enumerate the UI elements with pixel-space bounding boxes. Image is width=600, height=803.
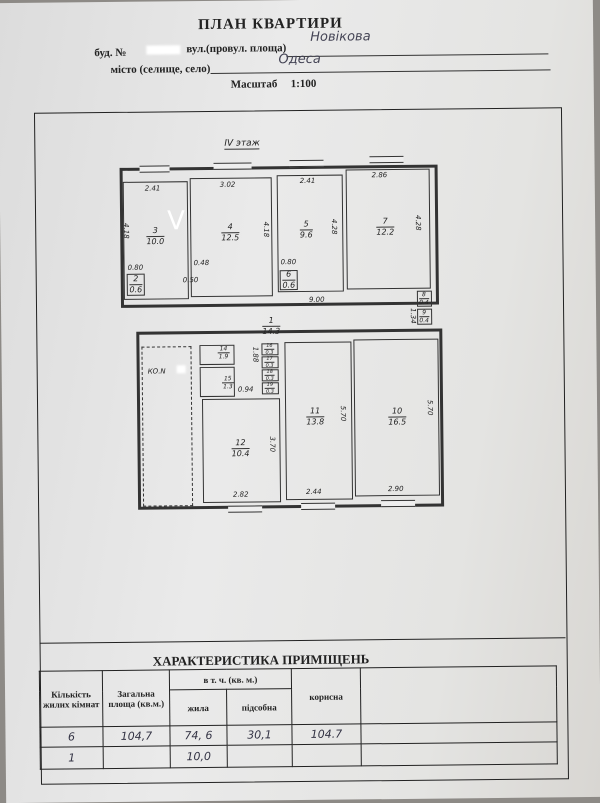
characteristics-table: Кількість жилих кімнат Загальна площа (к… [39, 665, 558, 770]
stairwell-label: КО.N [147, 367, 166, 376]
header-living: жила [169, 689, 227, 726]
check-mark: V [166, 206, 186, 237]
header-auxiliary: підсобна [226, 688, 292, 726]
header-incl: в т. ч. (кв. м.) [169, 668, 292, 690]
floor-label: IV этаж [224, 138, 260, 150]
header-useful: корисна [291, 667, 361, 725]
header-total-area: Загальна площа (кв.м.) [102, 669, 170, 727]
table-row: 1 10,0 [40, 741, 558, 770]
header-rooms-count: Кількість жилих кімнат [39, 670, 103, 728]
